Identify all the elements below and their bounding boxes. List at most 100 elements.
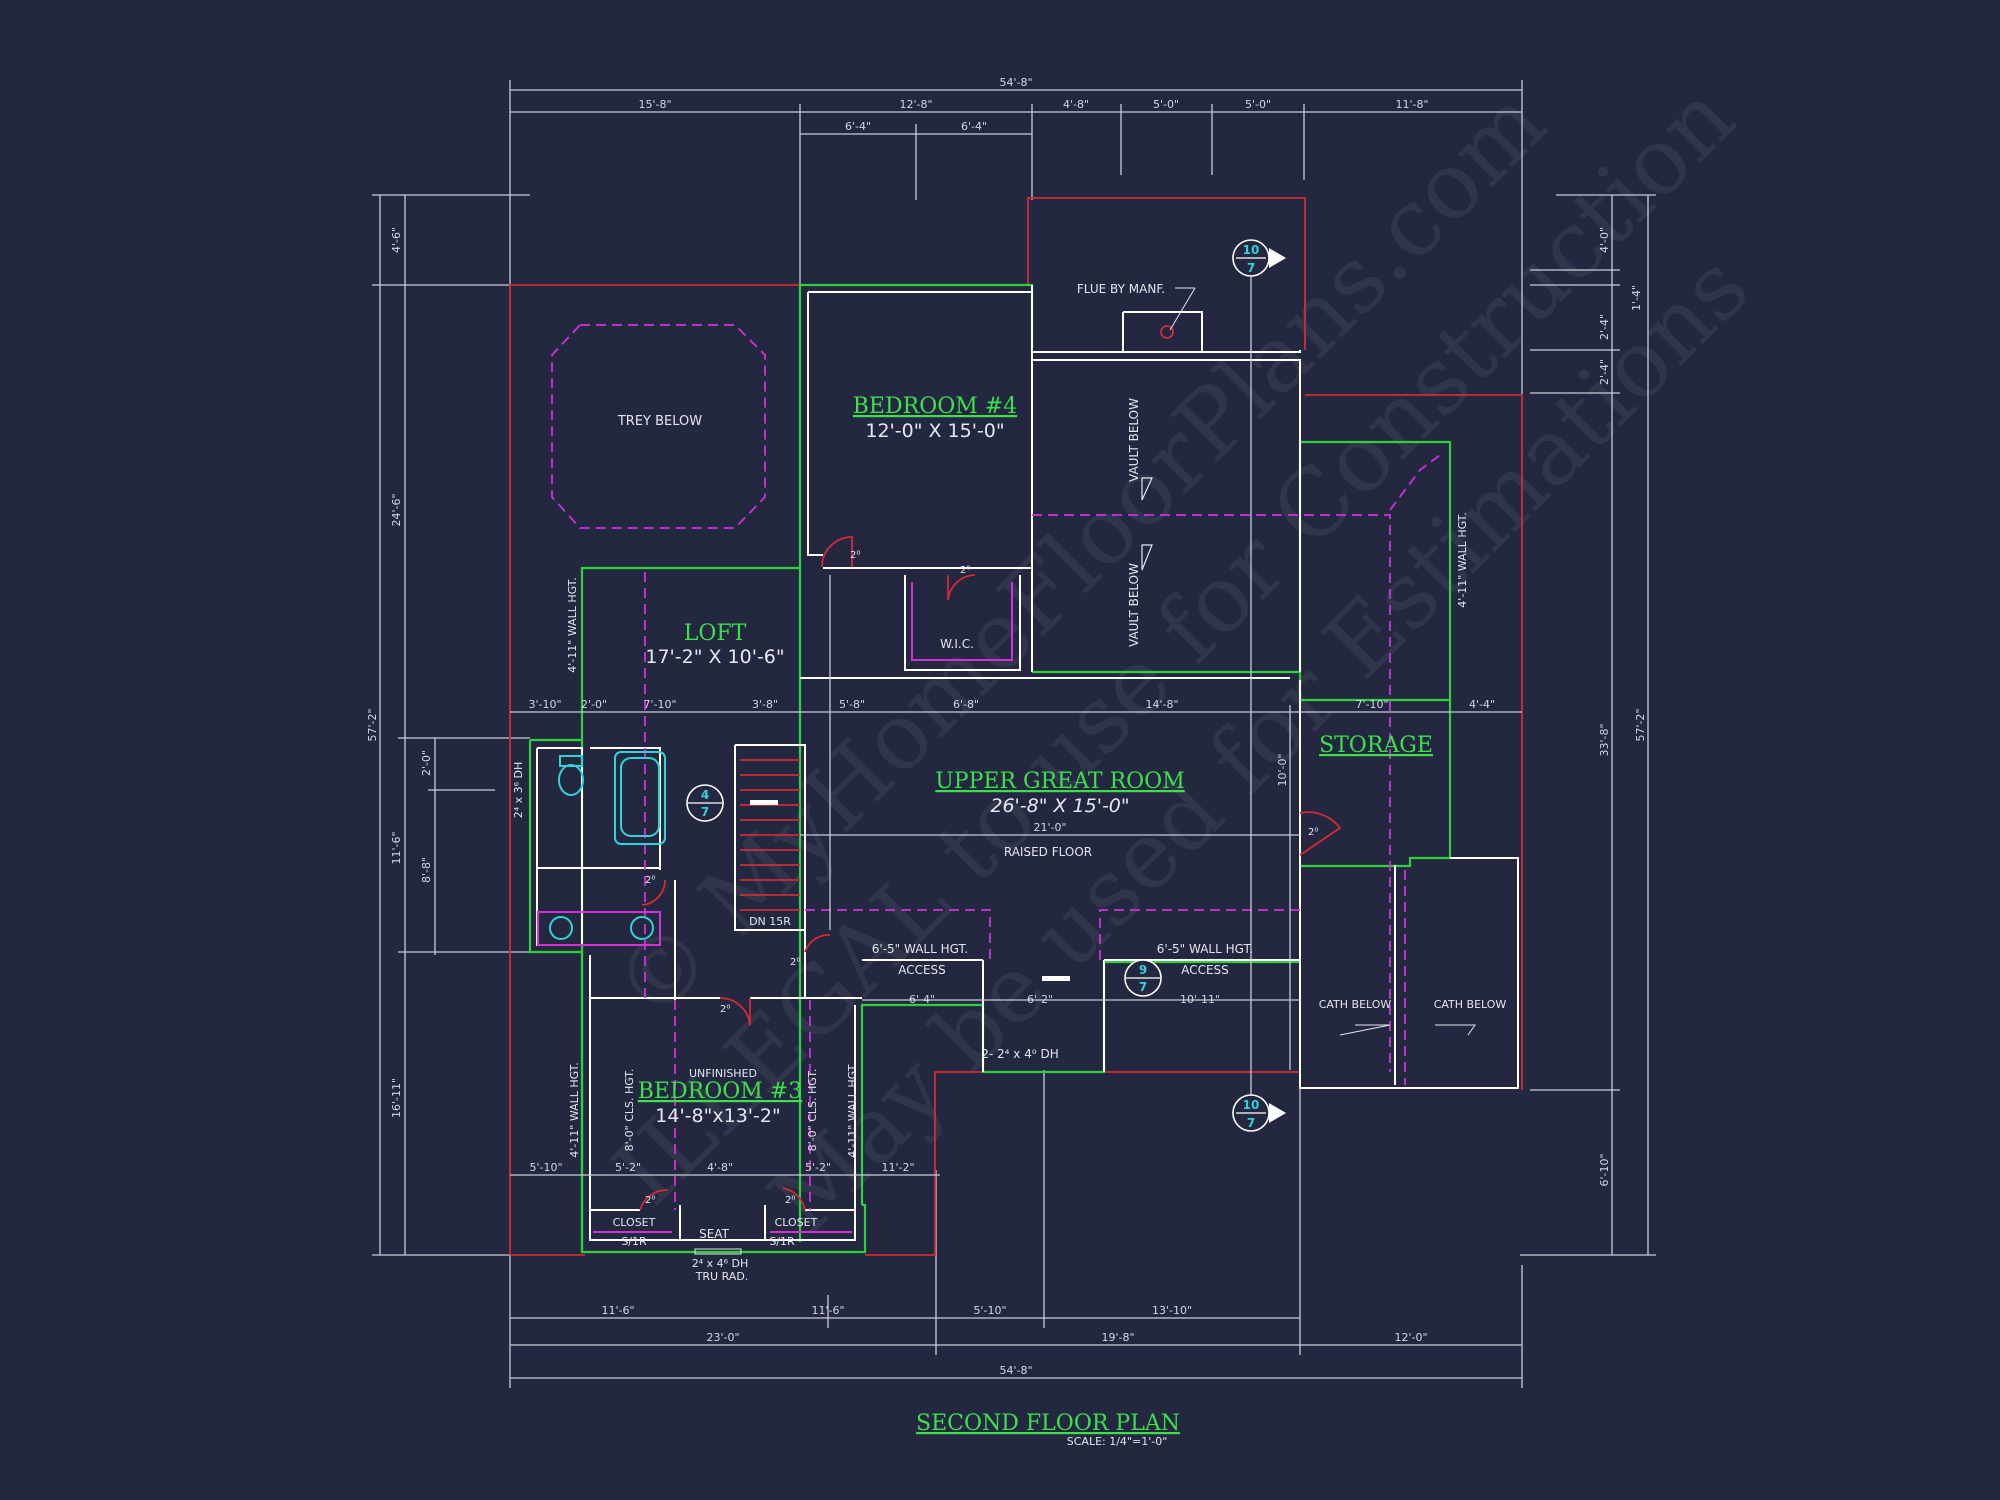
tag-stair-sheet: 7	[701, 805, 709, 819]
flue-label: FLUE BY MANF.	[1077, 282, 1165, 296]
dim-bot-overall: 54'-8"	[999, 1364, 1032, 1377]
bath-window: 2⁴ x 3⁶ DH	[512, 762, 525, 819]
dim-b3-5: 11'-2"	[881, 1161, 914, 1174]
doors: 2⁰ 2⁰ 2⁰ 2⁰ 2⁰ 2⁰ 2⁰ 2⁰	[639, 536, 1342, 1211]
dim-b3-2: 5'-2"	[615, 1161, 641, 1174]
tag-great-num: 9	[1139, 963, 1147, 977]
bedroom4-name: BEDROOM #4	[853, 394, 1017, 419]
dim-mid-6: 6'-8"	[953, 698, 979, 711]
great-room-name: UPPER GREAT ROOM	[935, 769, 1184, 794]
door-label-bed4: 2⁰	[850, 550, 860, 561]
dim-right-s3: 2'-4"	[1598, 359, 1611, 385]
sink-icon	[630, 916, 654, 940]
dim-left-overall: 57'-2"	[366, 708, 379, 741]
section-tag-top: 10 7	[1232, 239, 1286, 1095]
dim-top-sub-1: 6'-4"	[845, 120, 871, 133]
plan-title-block: SECOND FLOOR PLAN SCALE: 1/4"=1'-0"	[916, 1411, 1180, 1448]
dim-mid-1: 3'-10"	[528, 698, 561, 711]
dim-top-overall: 54'-8"	[999, 76, 1032, 89]
door-label-bath: 2⁰	[645, 875, 655, 886]
dim-ac-1: 6'-4"	[909, 993, 935, 1006]
dim-bot-2: 11'-6"	[811, 1304, 844, 1317]
bedroom4-size: 12'-0" X 15'-0"	[865, 420, 1004, 442]
section-tag-stair: 4 7	[686, 784, 724, 822]
dim-right-1: 4'-0"	[1598, 227, 1611, 253]
tag-stair-num: 4	[701, 788, 709, 802]
section-tag-bottom: 10 7	[1232, 1094, 1286, 1132]
dim-left-1: 4'-6"	[390, 227, 403, 253]
dim-mid-7: 14'-8"	[1145, 698, 1178, 711]
bedroom3-size: 14'-8"x13'-2"	[655, 1105, 780, 1127]
vault-below-1: VAULT BELOW	[1127, 398, 1141, 482]
dim-left-4: 16'-11"	[390, 1078, 403, 1118]
dim-top-sub-2: 6'-4"	[961, 120, 987, 133]
dim-bot-3: 5'-10"	[973, 1304, 1006, 1317]
door-label-bed3: 2⁰	[720, 1004, 730, 1015]
dim-b3-1: 5'-10"	[529, 1161, 562, 1174]
dim-mid-8: 7'-10"	[1355, 698, 1388, 711]
plan-title: SECOND FLOOR PLAN	[916, 1411, 1180, 1436]
closet-left-label: CLOSET	[613, 1216, 656, 1229]
door-label-closet-left: 2⁰	[645, 1195, 655, 1206]
roof-outline	[509, 197, 1523, 1256]
dim-top-4: 5'-0"	[1153, 98, 1179, 111]
bedroom3-window: 2⁴ x 4⁶ DH	[692, 1257, 749, 1270]
bottom-dimensions: 11'-6" 11'-6" 5'-10" 13'-10" 23'-0" 19'-…	[509, 1070, 1523, 1388]
access-right: ACCESS	[1181, 963, 1229, 977]
great-room-size: 26'-8" X 15'-0"	[990, 795, 1129, 817]
below-lines	[551, 324, 1441, 1233]
trey-below-label: TREY BELOW	[617, 414, 702, 429]
tag-great-sheet: 7	[1139, 980, 1147, 994]
left-dimensions: 57'-2" 4'-6" 24'-6" 11'-6" 16'-11" 2'-0"…	[366, 194, 530, 1256]
tag-top-sheet: 7	[1247, 261, 1255, 275]
cath-below-2: CATH BELOW	[1434, 998, 1507, 1011]
stair-label: DN 15R	[749, 915, 791, 928]
dim-top-5: 5'-0"	[1245, 98, 1271, 111]
top-dimensions: 54'-8" 15'-8" 12'-8" 4'-8" 5'-0" 5'-0" 1…	[509, 76, 1523, 395]
seat-label: SEAT	[699, 1227, 729, 1241]
wic-label: W.I.C.	[940, 637, 974, 651]
great-room-window: 2- 2⁴ x 4⁰ DH	[981, 1047, 1058, 1061]
watermark-line-2: ILLEGAL to use for Construction	[593, 64, 1754, 1225]
loft-wall-height: 4'-11" WALL HGT.	[566, 577, 579, 672]
bedroom3-note: UNFINISHED	[689, 1067, 757, 1080]
tag-top-num: 10	[1243, 243, 1260, 257]
wall-height-right: 6'-5" WALL HGT.	[1157, 942, 1253, 956]
dim-top-2: 12'-8"	[899, 98, 932, 111]
door-label-storage: 2⁰	[1308, 827, 1318, 838]
bathtub-icon	[614, 751, 666, 845]
dim-bot-7: 12'-0"	[1394, 1331, 1427, 1344]
dim-bot-5: 23'-0"	[706, 1331, 739, 1344]
bedroom3-wall-right: 4'-11" WALL HGT.	[846, 1062, 859, 1157]
closet-left-shelf: S/1R	[621, 1235, 647, 1248]
dim-right-s1: 1'-4"	[1630, 285, 1643, 311]
dim-right-s2: 2'-4"	[1598, 314, 1611, 340]
dim-mid-2: 2'-0"	[581, 698, 607, 711]
dim-b3-4: 5'-2"	[805, 1161, 831, 1174]
stair: DN 15R	[740, 759, 800, 928]
dim-gr-10: 10'-0"	[1276, 753, 1289, 786]
dim-mid-4: 3'-8"	[752, 698, 778, 711]
great-room-note: RAISED FLOOR	[1004, 845, 1092, 859]
access-left: ACCESS	[898, 963, 946, 977]
dim-right-2: 33'-8"	[1598, 723, 1611, 756]
dim-ac-2: 6'-2"	[1027, 993, 1053, 1006]
closet-right-label: CLOSET	[775, 1216, 818, 1229]
dim-right-overall: 57'-2"	[1634, 708, 1647, 741]
dim-bot-1: 11'-6"	[601, 1304, 634, 1317]
bedroom3-wall-left: 4'-11" WALL HGT.	[568, 1062, 581, 1157]
room-labels: TREY BELOW BEDROOM #4 12'-0" X 15'-0" FL…	[512, 282, 1506, 1283]
plan-scale: SCALE: 1/4"=1'-0"	[1067, 1435, 1168, 1448]
wall-height-left: 6'-5" WALL HGT.	[872, 942, 968, 956]
dim-b3-3: 4'-8"	[707, 1161, 733, 1174]
bath-fixtures	[537, 751, 666, 946]
door-label-wic: 2⁰	[960, 565, 970, 576]
bedroom3-window-note: TRU RAD.	[695, 1270, 749, 1283]
dim-left-6: 8'-8"	[420, 857, 433, 883]
bedroom3-cls-right: 8'-0" CLS. HGT.	[806, 1069, 819, 1152]
loft-size: 17'-2" X 10'-6"	[645, 646, 784, 668]
dim-right-3: 6'-10"	[1598, 1153, 1611, 1186]
dim-left-5: 2'-0"	[420, 750, 433, 776]
closet-right-shelf: S/1R	[769, 1235, 795, 1248]
